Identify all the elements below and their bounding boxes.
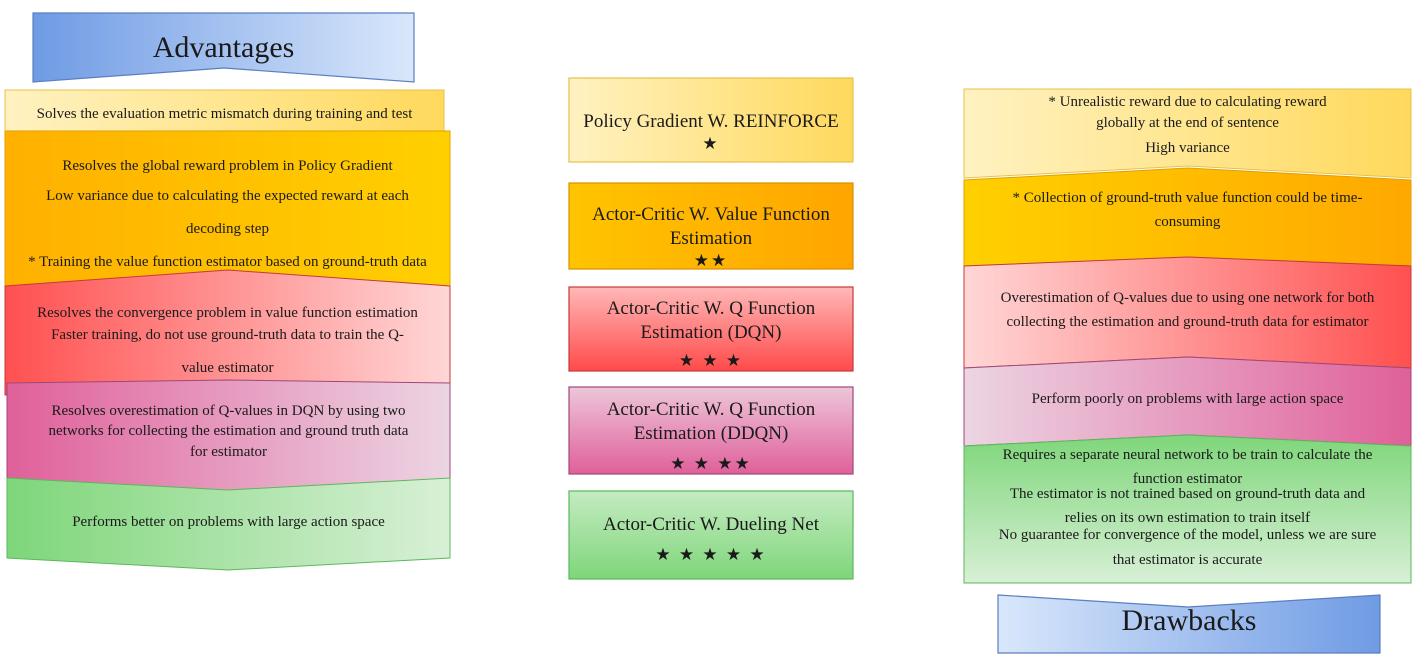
drawback-line: Perform poorly on problems with large ac… [1031,391,1344,407]
drawback-line: Overestimation of Q-values due to using … [1000,290,1375,306]
method-box-3 [568,286,854,372]
method-name: Estimation (DDQN) [633,423,789,444]
method-name: Actor-Critic W. Dueling Net [603,514,819,535]
method-rating-stars: ★ ★ ★ ★ ★ [655,545,767,564]
drawback-line: * Unrealistic reward due to calculating … [1048,94,1327,110]
method-3: Actor-Critic W. Q Function Estimation (D… [569,297,853,371]
drawback-line: * Collection of ground-truth value funct… [1012,190,1363,206]
drawback-line: relies on its own estimation to train it… [1064,510,1311,526]
advantage-line: Resolves overestimation of Q-values in D… [51,403,406,419]
advantage-line: Low variance due to calculating the expe… [46,188,409,204]
advantage-line: Faster training, do not use ground-truth… [51,327,404,343]
drawback-shape-1 [963,88,1412,179]
drawback-line: High variance [1145,140,1230,156]
advantage-line: value estimator [181,360,274,376]
advantage-line: Resolves the global reward problem in Po… [62,158,393,174]
drawback-line: function estimator [1132,471,1243,487]
drawback-line: No guarantee for convergence of the mode… [998,527,1377,543]
advantage-line: * Training the value function estimator … [28,254,427,270]
drawback-line: The estimator is not trained based on gr… [1009,486,1366,502]
method-name: Actor-Critic W. Q Function [606,298,816,319]
advantages-title: Advantages [152,31,295,64]
method-4: Actor-Critic W. Q Function Estimation (D… [569,398,853,474]
method-name: Actor-Critic W. Q Function [606,399,816,420]
method-box-4 [568,386,854,475]
advantage-shape-5 [6,477,451,571]
drawback-line: consuming [1154,214,1221,230]
method-box-5 [568,490,854,580]
method-name: Policy Gradient W. REINFORCE [583,111,839,132]
drawback-line: globally at the end of sentence [1096,115,1279,131]
method-rating-stars: ★ ★ ★★ [670,454,752,473]
method-name: Actor-Critic W. Value Function [592,204,830,225]
advantage-line: for estimator [189,444,268,460]
drawback-line: Requires a separate neural network to be… [1002,447,1373,463]
method-name: Estimation [669,228,753,249]
advantage-line: Solves the evaluation metric mismatch du… [36,106,413,122]
drawbacks-title: Drawbacks [1121,604,1257,637]
advantage-line: Resolves the convergence problem in valu… [37,305,418,321]
advantage-line: networks for collecting the estimation a… [48,423,409,439]
method-rating-stars: ★★ [693,251,729,270]
drawback-line: collecting the estimation and ground-tru… [1006,314,1369,330]
method-rating-stars: ★ ★ ★ [678,351,744,370]
method-box-1 [568,77,854,163]
advantage-line: Performs better on problems with large a… [72,514,385,530]
method-box-2 [568,182,854,270]
drawbacks-header-shape [997,594,1381,654]
drawback-line: that estimator is accurate [1112,552,1263,568]
method-rating-stars: ★ [702,134,720,153]
method-1: Policy Gradient W. REINFORCE ★ [569,110,853,154]
method-5: Actor-Critic W. Dueling Net ★ ★ ★ ★ ★ [569,513,853,565]
advantages-header-shape [32,12,415,83]
drawback-shape-5 [963,434,1412,584]
advantage-line: decoding step [186,221,269,237]
method-2: Actor-Critic W. Value Function Estimatio… [569,203,853,271]
method-name: Estimation (DQN) [640,322,782,343]
